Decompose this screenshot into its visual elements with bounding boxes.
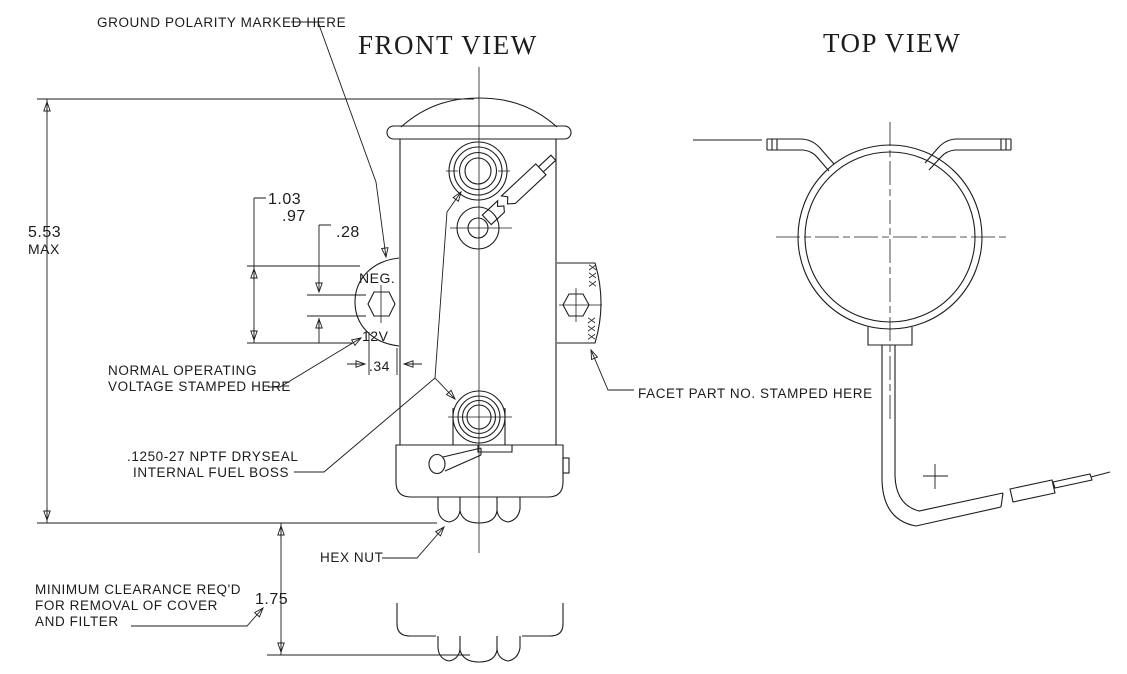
leader-min-clearance xyxy=(131,606,264,627)
front-view: NEG. 12V XXX XXX xyxy=(354,67,602,663)
label-voltage-line1: NORMAL OPERATING xyxy=(108,363,257,378)
upper-boss-bore xyxy=(464,157,492,185)
label-fuel-boss-line1: .1250-27 NPTF DRYSEAL xyxy=(127,449,298,464)
label-fuel-boss-line2: INTERNAL FUEL BOSS xyxy=(133,465,289,480)
extension-lines xyxy=(37,98,474,656)
leader-hex-nut xyxy=(382,525,445,559)
upper-fuel-boss xyxy=(448,141,508,201)
part-no-hatch-top: XXX xyxy=(586,264,597,289)
leader-fuel-boss-lower xyxy=(434,377,456,400)
voltage-stamp-text: 12V xyxy=(362,328,389,344)
mounting-bracket: XXX XXX xyxy=(557,262,602,344)
front-view-title: FRONT VIEW xyxy=(358,30,538,60)
dimensions: 5.53 MAX 1.03 .97 .28 .34 1.75 xyxy=(28,98,474,656)
leader-lines xyxy=(131,21,634,627)
dim-clearance: 1.75 xyxy=(255,591,288,608)
dim-overall-height: 5.53 xyxy=(28,224,61,241)
tube-center-mark xyxy=(923,464,948,489)
front-centerlines xyxy=(380,67,512,553)
priming-lever-hub xyxy=(428,453,446,475)
label-ground-polarity: GROUND POLARITY MARKED HERE xyxy=(97,15,346,30)
tube-end-fitting xyxy=(1009,471,1111,503)
inlet-boss-bore xyxy=(466,404,492,430)
label-hex-nut: HEX NUT xyxy=(320,550,383,565)
pump-body-front xyxy=(380,67,572,553)
label-clearance-line3: AND FILTER xyxy=(35,614,119,629)
label-clearance-line1: MINIMUM CLEARANCE REQ'D xyxy=(35,582,241,597)
body-sides xyxy=(399,139,557,445)
ghost-cover-removed xyxy=(396,603,564,663)
part-no-hatch-bottom: XXX xyxy=(585,317,596,342)
inlet-boss-ring xyxy=(461,399,497,435)
dim-overall-qualifier: MAX xyxy=(28,241,60,257)
label-facet-part: FACET PART NO. STAMPED HERE xyxy=(638,386,873,401)
upper-boss-ring xyxy=(453,146,503,196)
leader-facet-part xyxy=(590,348,634,391)
polarity-stamp-text: NEG. xyxy=(359,270,395,286)
housing-side-tab xyxy=(562,457,570,474)
top-dome xyxy=(400,97,558,128)
housing-outline xyxy=(395,444,564,498)
outlet-fitting xyxy=(867,327,913,346)
polarity-stamp-pad: NEG. 12V xyxy=(354,257,400,347)
top-view-centerlines xyxy=(776,122,1010,420)
bracket-centerlines xyxy=(559,288,602,322)
hex-nut-shape xyxy=(437,497,521,524)
electrical-terminal xyxy=(456,154,557,250)
priming-lever xyxy=(442,447,482,472)
top-view-title: TOP VIEW xyxy=(823,28,961,58)
upper-boss-ring xyxy=(448,141,508,201)
leader-ground-polarity xyxy=(291,21,389,259)
top-view xyxy=(693,122,1111,527)
terminal-blade xyxy=(481,154,557,226)
leader-voltage-stamp xyxy=(268,337,363,388)
clamp-ears xyxy=(693,138,1012,172)
dim-lower-limit: .97 xyxy=(282,208,306,225)
inlet-boss-ring xyxy=(457,395,501,439)
inlet-fuel-boss xyxy=(452,390,506,445)
label-clearance-line2: FOR REMOVAL OF COVER xyxy=(35,598,218,613)
terminal-post-outer xyxy=(456,206,500,250)
dim-upper-limit: 1.03 xyxy=(268,191,301,208)
terminal-post-inner xyxy=(467,217,489,239)
bracket-outline xyxy=(557,262,602,344)
bottom-housing xyxy=(395,444,570,498)
stamp-pad-hole xyxy=(367,291,396,317)
dim-stamp-width: .34 xyxy=(369,358,390,374)
inlet-yoke xyxy=(452,408,506,445)
cover-flange xyxy=(386,125,572,140)
outlet-tube xyxy=(881,345,1004,527)
dim-hole-offset: .28 xyxy=(336,224,360,241)
label-voltage-line2: VOLTAGE STAMPED HERE xyxy=(108,379,291,394)
annotations: FRONT VIEW TOP VIEW GROUND POLARITY MARK… xyxy=(35,15,961,629)
upper-boss-ring xyxy=(458,151,498,191)
stamp-pad-outline xyxy=(354,257,400,347)
